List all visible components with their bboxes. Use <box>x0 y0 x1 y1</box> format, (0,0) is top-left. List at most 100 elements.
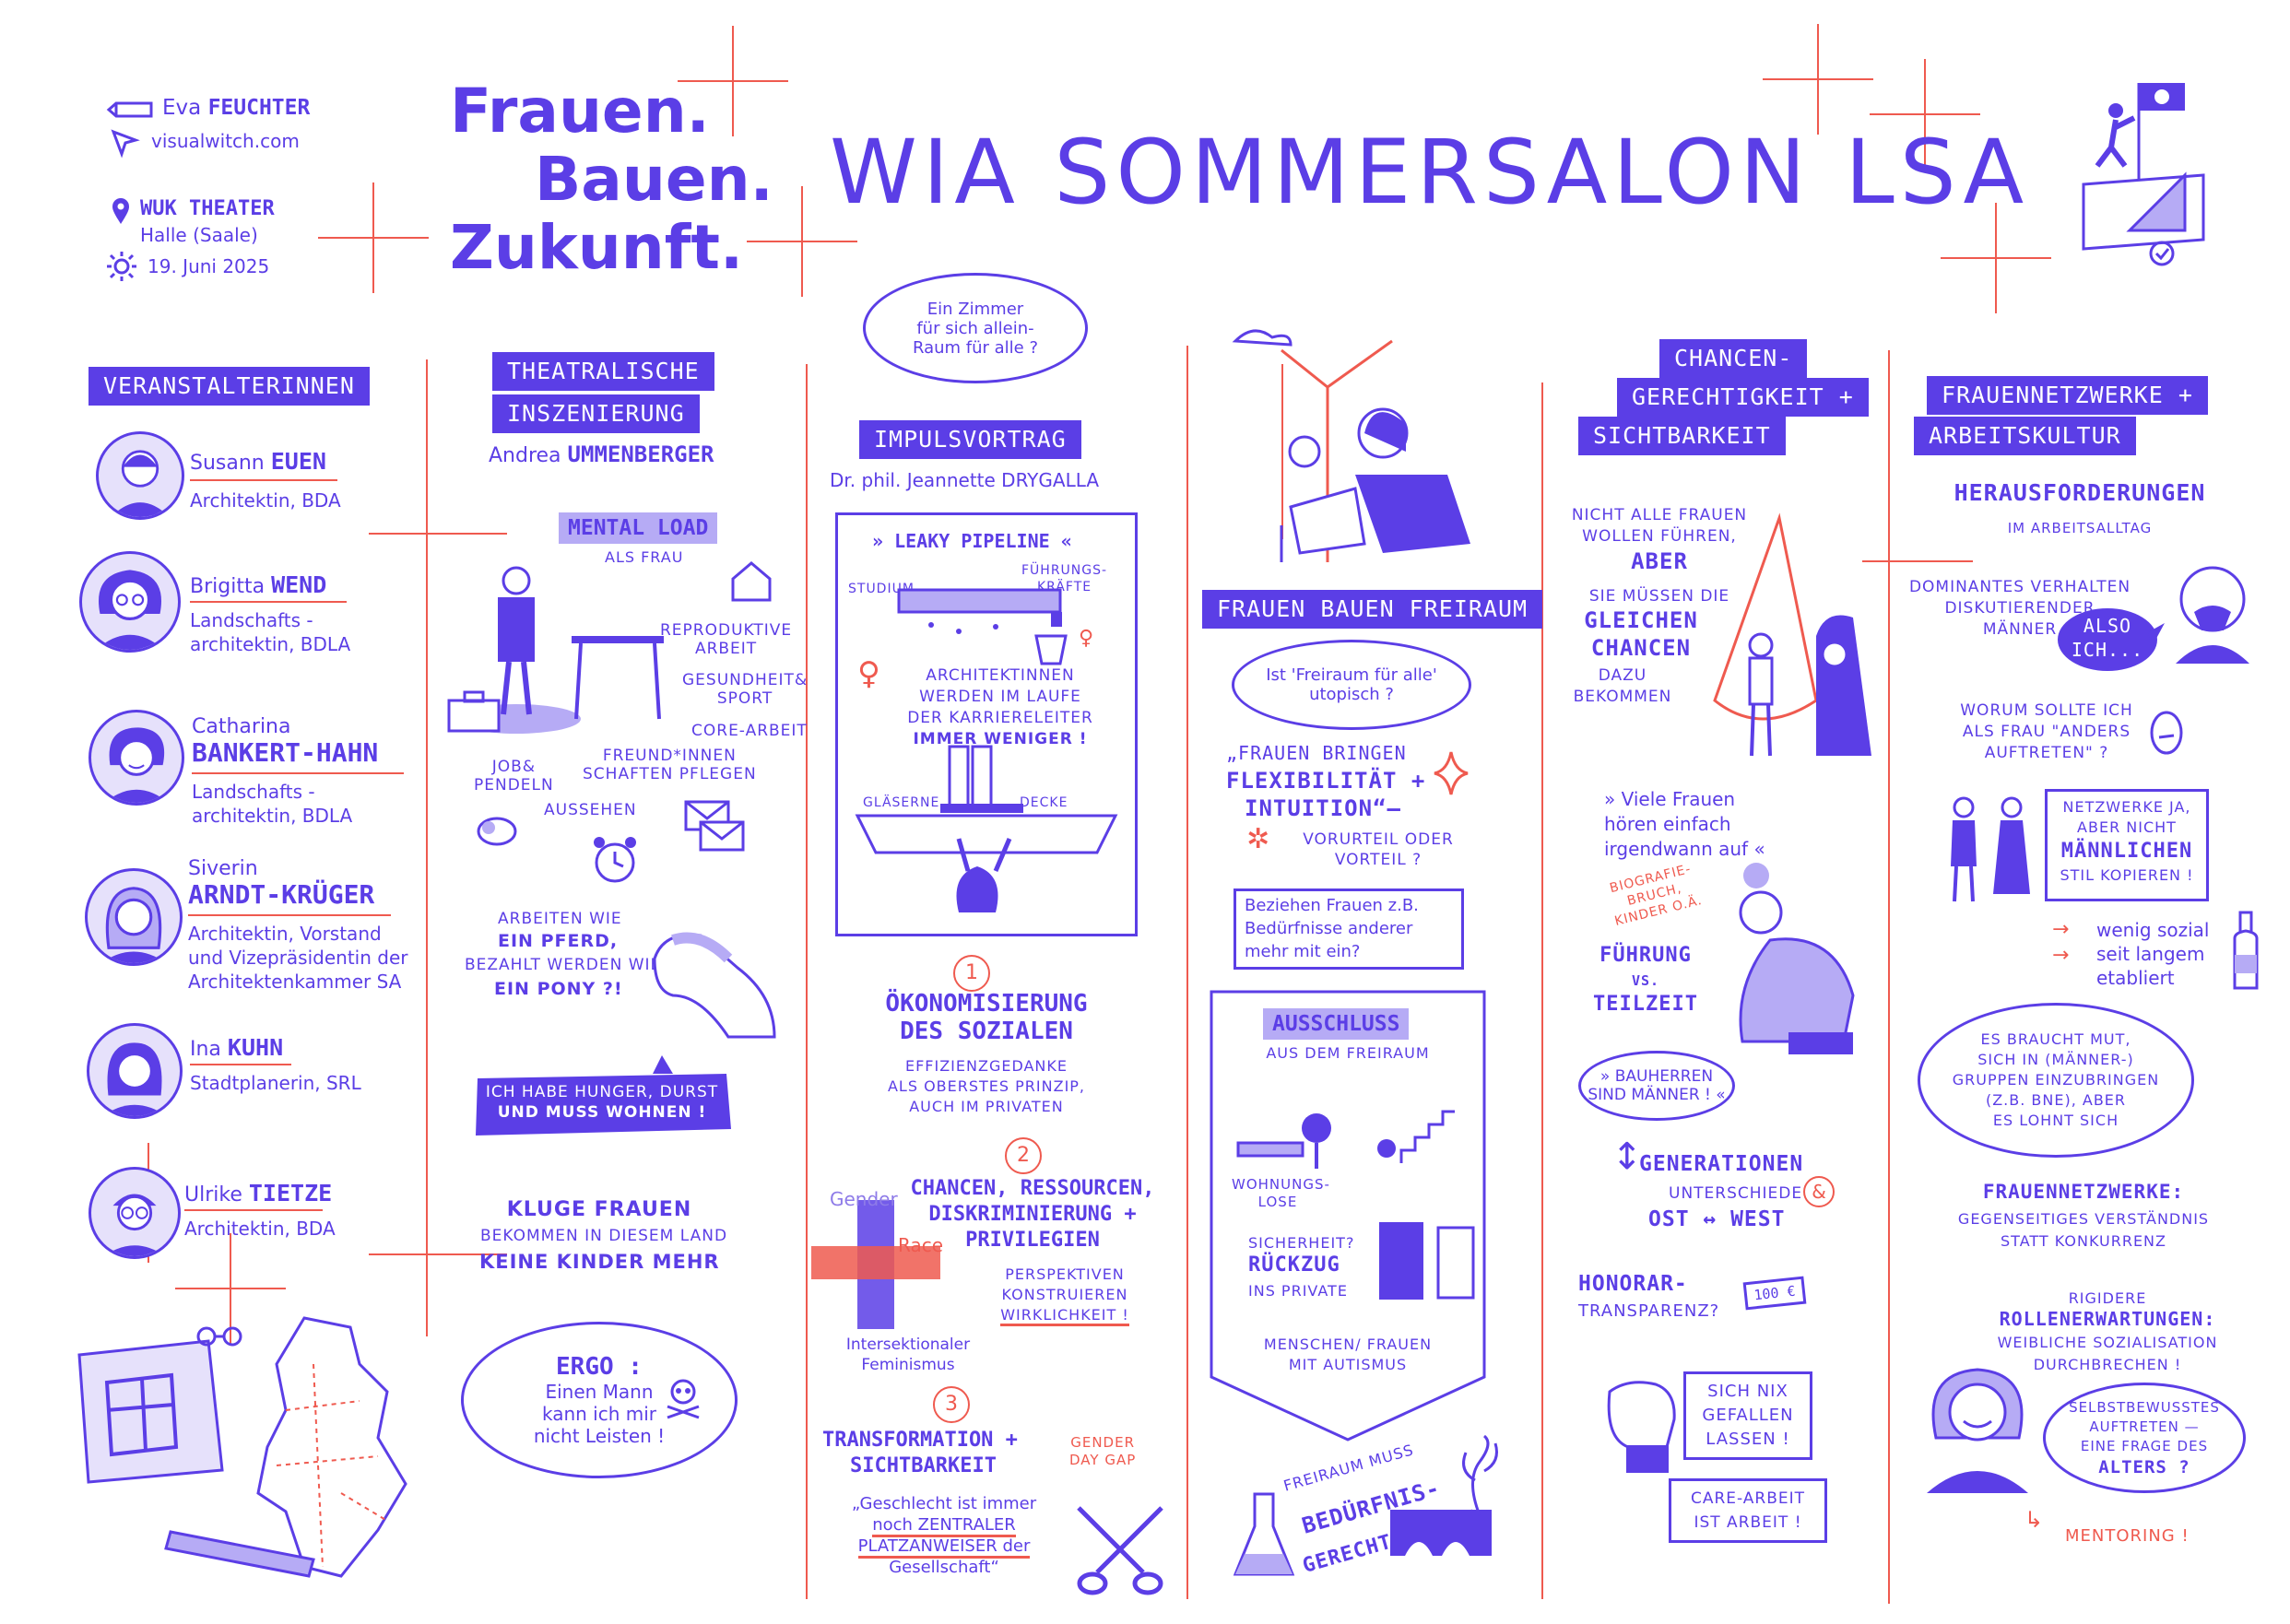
aussehen: AUSSEHEN <box>544 801 637 819</box>
bench-tree-icon <box>1236 1113 1331 1169</box>
flexibilitaet: FLEXIBILITÄT + <box>1226 768 1426 794</box>
arrow-icon: ↳ <box>2024 1507 2044 1533</box>
person-name: Susann EUEN <box>190 448 326 476</box>
person-lastname: BANKERT-HAHN <box>192 737 379 768</box>
house-icon <box>731 561 772 602</box>
scissors-icon <box>1077 1506 1163 1595</box>
bauherren-bubble: » BAUHERREN SIND MÄNNER ! « <box>1578 1051 1735 1121</box>
fuehrung-vs-teilzeit: FÜHRUNGvs.TEILZEIT <box>1593 944 1698 1016</box>
hline-col5 <box>1862 560 1973 562</box>
header-sichtbarkeit: SICHTBARKEIT <box>1578 417 1786 455</box>
header-arbeitskultur: ARBEITSKULTUR <box>1914 417 2136 455</box>
utopisch-bubble: Ist 'Freiraum für alle' utopisch ? <box>1232 640 1471 730</box>
herausforderungen: HERAUSFORDERUNGEN <box>1954 479 2206 506</box>
author-name: Eva FEUCHTER <box>162 96 311 120</box>
floorplan-icon <box>77 1339 224 1484</box>
venue-name: WUK THEATER <box>140 197 275 220</box>
person-name: Brigitta WEND <box>190 571 327 599</box>
ergo-bubble: ERGO : Einen Mann kann ich mir nicht Lei… <box>461 1322 738 1478</box>
care-arbeit-box: CARE-ARBEIT IST ARBEIT ! <box>1669 1478 1827 1543</box>
sie-muessen: SIE MÜSSEN DIE <box>1588 587 1730 606</box>
website-link[interactable]: visualwitch.com <box>151 130 300 152</box>
name-underline <box>188 914 391 916</box>
rollenerwartungen: ROLLENERWARTUNGEN: <box>1999 1308 2216 1330</box>
ausschluss-banner <box>1210 990 1486 1442</box>
logo-line-1: Frauen. <box>450 76 710 147</box>
gegenseitiges-verstaendnis: GEGENSEITIGES VERSTÄNDNIS <box>1957 1210 2210 1228</box>
door-icon <box>1379 1222 1475 1300</box>
header-inszenierung: INSZENIERUNG <box>492 394 700 433</box>
studium-label: STUDIUM <box>848 582 915 596</box>
female-symbol: ♀ <box>857 655 880 692</box>
des-sozialen: DES SOZIALEN <box>900 1018 1073 1045</box>
divider-5 <box>1888 350 1890 1604</box>
netzwerke-ja-box: NETZWERKE JA, ABER NICHT MÄNNLICHEN STIL… <box>2045 789 2209 901</box>
avatar <box>85 868 183 966</box>
female-symbol: ♀ <box>1079 627 1094 650</box>
sichtbarkeit-3: SICHTBARKEIT <box>850 1454 997 1477</box>
selbstbewusst-bubble: SELBSTBEWUSSTES AUFTRETEN — EINE FRAGE D… <box>2043 1383 2246 1493</box>
person-role: architektin, BDLA <box>192 805 353 827</box>
arbeiten-wie: ARBEITEN WIE <box>498 910 622 928</box>
hline-col1b <box>369 1253 507 1255</box>
sparkle-icon <box>1434 751 1469 795</box>
vline-red-col4 <box>1281 364 1283 539</box>
glasses-icon <box>196 1326 242 1347</box>
beziehen-box <box>1234 888 1464 970</box>
person-role: Architektin, Vorstand <box>188 923 382 945</box>
skull-icon <box>667 1379 700 1419</box>
person-role: Architektin, BDA <box>190 489 341 512</box>
rigidere: RIGIDERE <box>2068 1289 2147 1307</box>
bottle-icon <box>2233 911 2259 990</box>
honorar: HONORAR- <box>1578 1272 1688 1296</box>
pipeline-icon <box>897 588 1062 634</box>
nix-gefallen-box: SICH NIX GEFALLEN LASSEN ! <box>1683 1371 1812 1460</box>
baby-icon <box>477 817 517 846</box>
race-label: Race <box>898 1234 944 1256</box>
header-chancen: CHANCEN- <box>1659 339 1808 378</box>
person-role: Architektenkammer SA <box>188 971 402 993</box>
bucket-icon <box>1034 634 1068 665</box>
briefcase-icon <box>447 690 501 733</box>
logo-line-2: Bauen. <box>535 144 773 215</box>
frauennetzwerke-label: FRAUENNETZWERKE: <box>1982 1181 2185 1203</box>
zimmer-bubble: Ein Zimmer für sich allein- Raum für all… <box>863 273 1088 383</box>
number-3: 3 <box>933 1386 970 1423</box>
person-lastname: ARNDT-KRÜGER <box>188 879 375 910</box>
unterschiede: UNTERSCHIEDE <box>1669 1184 1803 1203</box>
intuition: INTUITION“— <box>1245 795 1401 821</box>
keine-kinder: KEINE KINDER MEHR <box>479 1251 720 1273</box>
weibliche-sozialisation: WEIBLICHE SOZIALISATION <box>1997 1334 2218 1351</box>
transformation: TRANSFORMATION + <box>822 1429 1018 1452</box>
money-note-icon: 100 € <box>1742 1276 1807 1311</box>
durchbrechen: DURCHBRECHEN ! <box>2033 1356 2182 1373</box>
up-down-arrow: ↕ <box>1611 1136 1643 1178</box>
cursor-icon <box>111 129 140 159</box>
event-date: 19. Juni 2025 <box>148 255 270 277</box>
star-icon: ✲ <box>1246 823 1270 855</box>
envelope-icon <box>684 800 745 852</box>
flask-icon <box>1233 1492 1295 1576</box>
oekonomisierung: ÖKONOMISIERUNG <box>885 990 1088 1018</box>
wohnungslose: WOHNUNGS-LOSE <box>1232 1176 1330 1210</box>
worried-face-icon <box>2150 711 2183 755</box>
statt-konkurrenz: STATT KONKURRENZ <box>2001 1232 2166 1250</box>
person-role: Landschafts - <box>190 609 313 631</box>
woman-laptop-illustration <box>1232 329 1470 562</box>
core-arbeit: CORE-ARBEIT <box>691 722 808 740</box>
header-frauen-bauen-freiraum: FRAUEN BAUEN FREIRAUM <box>1202 590 1543 629</box>
header-gerechtigkeit: GERECHTIGKEIT + <box>1617 378 1869 417</box>
hline-col1 <box>369 533 507 535</box>
person-name: Siverin <box>188 857 258 880</box>
person-name: Ulrike TIETZE <box>184 1180 333 1207</box>
header-impulsvortrag: IMPULSVORTRAG <box>859 420 1081 459</box>
divider-3 <box>1186 346 1188 1599</box>
im-arbeitsalltag: IM ARBEITSALLTAG <box>2007 520 2153 536</box>
